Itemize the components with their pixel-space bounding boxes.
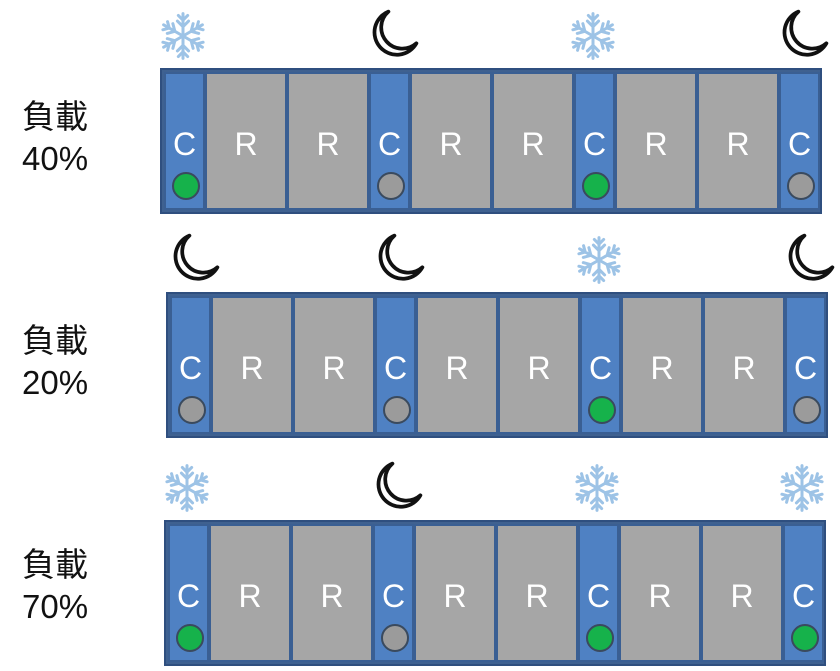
status-led-off: [177, 396, 206, 424]
rack-unit: R: [703, 296, 785, 434]
status-led-on: [171, 172, 200, 200]
rack-unit: R: [414, 524, 496, 662]
unit-letter: C: [383, 350, 408, 386]
unit-letter: C: [176, 578, 201, 614]
unit-letter: R: [650, 350, 674, 386]
unit-letter: R: [726, 126, 750, 162]
rack-unit: R: [416, 296, 498, 434]
snowflake-icon: [155, 8, 211, 64]
unit-letter: R: [240, 350, 264, 386]
status-led-off: [792, 396, 821, 424]
moon-icon: [167, 230, 223, 286]
unit-letter: C: [172, 126, 197, 162]
status-led-on: [581, 172, 610, 200]
moon-icon: [372, 230, 428, 286]
cooling-unit: C: [168, 524, 209, 662]
load-label-percent: 40%: [22, 140, 89, 177]
cooling-unit: C: [574, 72, 615, 210]
unit-letter: R: [234, 126, 258, 162]
unit-letter: R: [732, 350, 756, 386]
unit-letter: C: [791, 578, 816, 614]
cooling-unit: C: [164, 72, 205, 210]
unit-letter: C: [588, 350, 613, 386]
cooling-unit: C: [373, 524, 414, 662]
unit-letter: C: [381, 578, 406, 614]
status-led-on: [175, 624, 204, 652]
cooling-unit: C: [170, 296, 211, 434]
unit-letter: R: [322, 350, 346, 386]
unit-letter: R: [730, 578, 754, 614]
rack-unit: R: [291, 524, 373, 662]
rack-unit: R: [410, 72, 492, 210]
unit-letter: R: [521, 126, 545, 162]
status-led-off: [382, 396, 411, 424]
rack-unit: R: [209, 524, 291, 662]
load-label: 負載 70%: [22, 544, 122, 628]
unit-letter: C: [377, 126, 402, 162]
moon-icon: [782, 230, 838, 286]
cooling-unit: C: [783, 524, 824, 662]
cooling-unit: C: [779, 72, 820, 210]
load-label: 負載 40%: [22, 96, 122, 180]
unit-letter: C: [793, 350, 818, 386]
unit-letter: R: [445, 350, 469, 386]
load-label-percent: 70%: [22, 588, 89, 625]
rack-unit: R: [498, 296, 580, 434]
snowflake-icon: [571, 232, 627, 288]
unit-letter: R: [443, 578, 467, 614]
rack-unit: R: [621, 296, 703, 434]
rack-unit: R: [697, 72, 779, 210]
moon-icon: [366, 6, 422, 62]
unit-letter: R: [527, 350, 551, 386]
cooling-unit: C: [785, 296, 826, 434]
unit-letter: C: [586, 578, 611, 614]
cooling-unit: C: [580, 296, 621, 434]
unit-letter: R: [648, 578, 672, 614]
load-label-percent: 20%: [22, 364, 89, 401]
status-led-off: [376, 172, 405, 200]
unit-letter: C: [582, 126, 607, 162]
load-label: 負載 20%: [22, 320, 122, 404]
unit-letter: R: [238, 578, 262, 614]
unit-letter: R: [439, 126, 463, 162]
snowflake-icon: [774, 460, 830, 516]
snowflake-icon: [159, 460, 215, 516]
load-label-title: 負載: [22, 322, 88, 359]
unit-letter: R: [320, 578, 344, 614]
unit-letter: R: [316, 126, 340, 162]
snowflake-icon: [565, 8, 621, 64]
cooling-unit: C: [578, 524, 619, 662]
load-label-title: 負載: [22, 546, 88, 583]
unit-letter: C: [178, 350, 203, 386]
cooling-unit: C: [375, 296, 416, 434]
rack-unit: R: [287, 72, 369, 210]
status-led-on: [585, 624, 614, 652]
rack-unit: R: [496, 524, 578, 662]
rack-unit: R: [701, 524, 783, 662]
status-led-on: [587, 396, 616, 424]
status-led-off: [380, 624, 409, 652]
load-label-title: 負載: [22, 98, 88, 135]
snowflake-icon: [569, 460, 625, 516]
rack-unit: R: [492, 72, 574, 210]
unit-letter: R: [525, 578, 549, 614]
rack-unit: R: [211, 296, 293, 434]
status-led-on: [790, 624, 819, 652]
rack-unit: R: [293, 296, 375, 434]
unit-letter: R: [644, 126, 668, 162]
rack-unit: R: [615, 72, 697, 210]
status-led-off: [786, 172, 815, 200]
rack-unit: R: [619, 524, 701, 662]
rack-unit: R: [205, 72, 287, 210]
moon-icon: [370, 458, 426, 514]
moon-icon: [776, 6, 832, 62]
cooling-unit: C: [369, 72, 410, 210]
unit-letter: C: [787, 126, 812, 162]
